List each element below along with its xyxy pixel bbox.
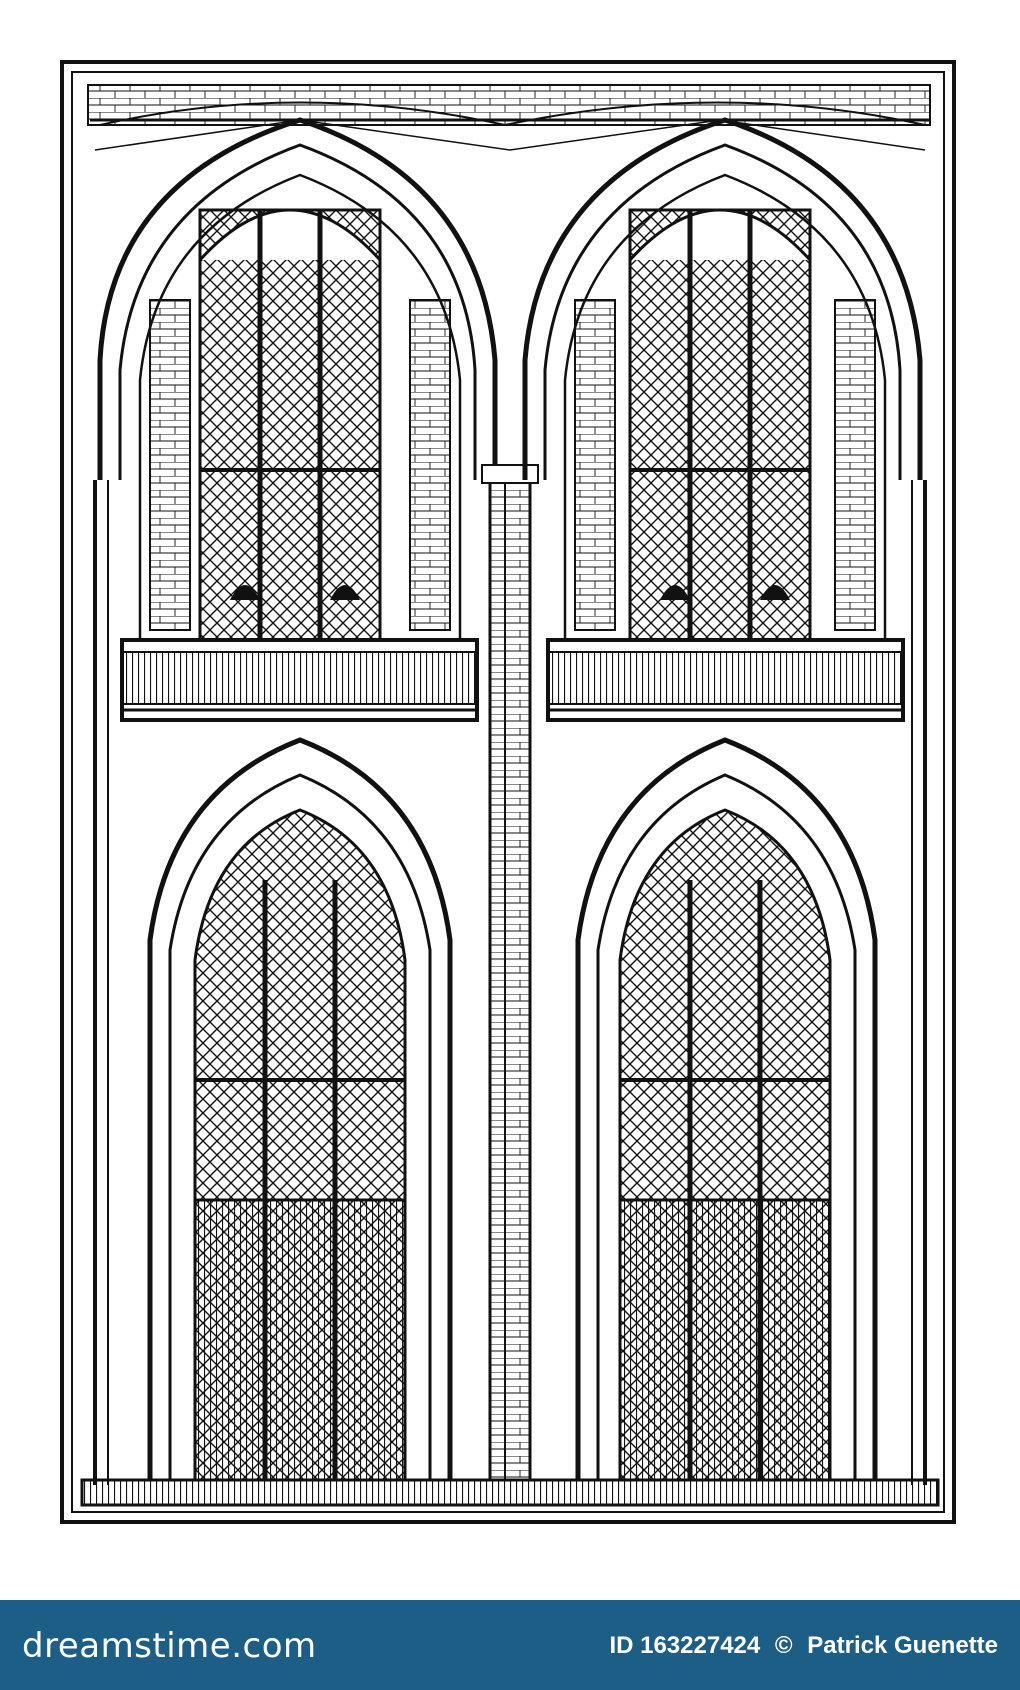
side-pilasters [93,480,927,1485]
central-column-icon [481,464,539,1482]
copyright-symbol: © [774,1632,793,1659]
right-lower-tracery-window-icon [618,808,832,1482]
stock-id-text: ID 163227424 [609,1632,761,1659]
stock-credit-footer: dreamstime.com ID 163227424 © Patrick Gu… [0,1600,1020,1690]
right-bay [522,117,923,1482]
outer-frame [60,60,956,1524]
gothic-window-engraving [60,60,956,1524]
right-lower-arch-icon [575,737,878,1480]
dreamstime-logo[interactable]: dreamstime.com [22,1626,317,1666]
author-name[interactable]: Patrick Guenette [807,1632,998,1659]
floor-base [80,1478,940,1507]
vault-ceiling [87,84,931,151]
left-bay [97,117,498,1482]
left-lower-tracery-window-icon [193,808,407,1482]
left-balustrade-icon [120,638,479,722]
image-credit: ID 163227424 © Patrick Guenette [609,1632,998,1660]
left-lower-arch-icon [147,737,453,1480]
right-upper-tracery-window-icon [574,208,876,642]
right-balustrade-icon [546,638,905,722]
left-upper-tracery-window-icon [149,208,451,642]
